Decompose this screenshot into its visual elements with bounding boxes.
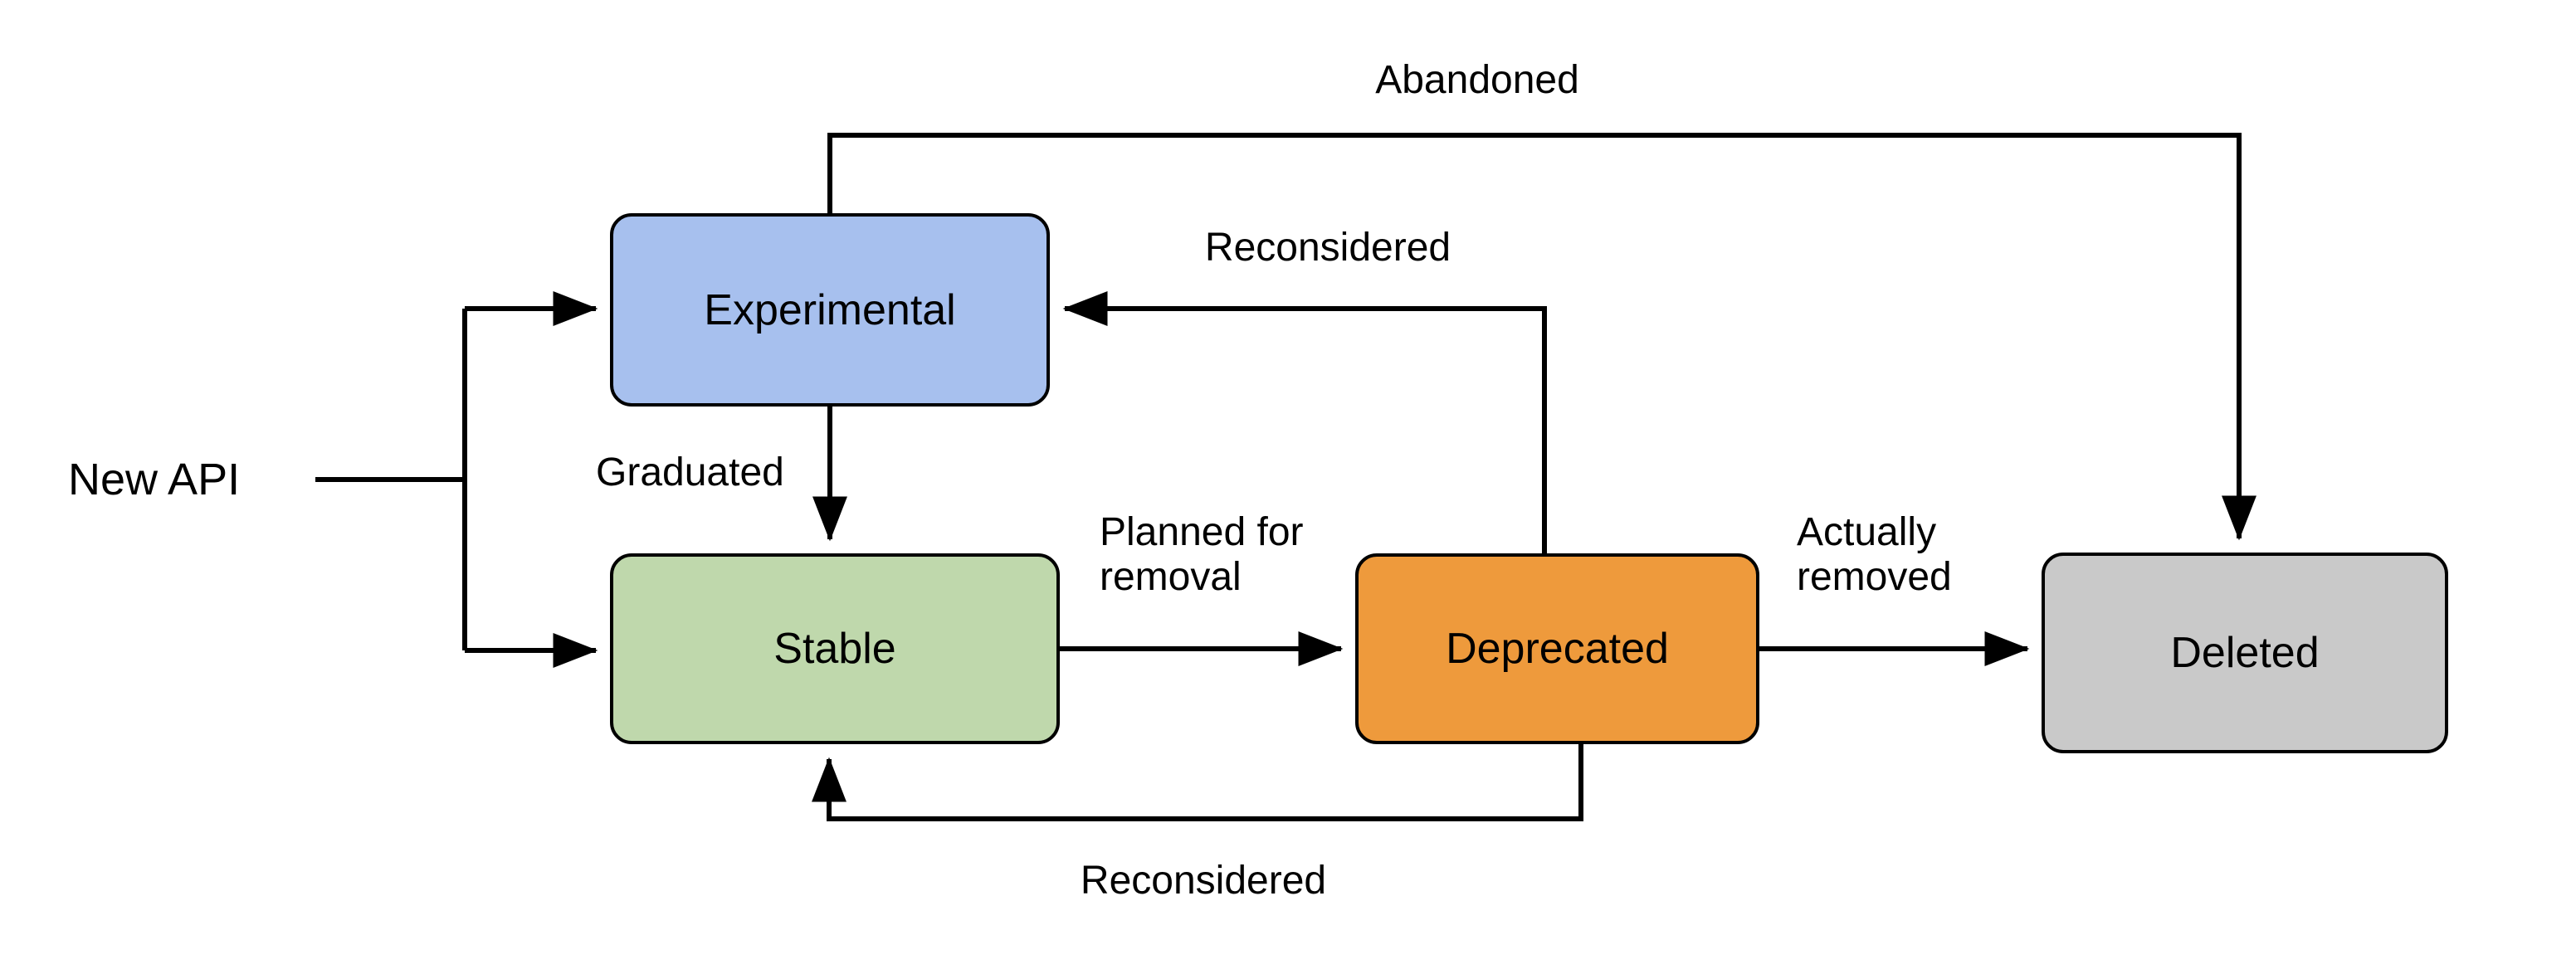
node-stable[interactable]: Stable <box>610 553 1060 744</box>
node-stable-label: Stable <box>773 625 896 673</box>
node-deleted[interactable]: Deleted <box>2042 553 2448 753</box>
edge-label-actually-removed: Actually removed <box>1797 510 1952 599</box>
entry-label-new-api: New API <box>68 455 241 504</box>
edge-label-reconsidered-upper: Reconsidered <box>1204 226 1451 270</box>
node-deleted-label: Deleted <box>2170 629 2320 677</box>
edge-label-reconsidered-lower: Reconsidered <box>1080 859 1327 903</box>
edge-label-graduated: Graduated <box>596 450 784 494</box>
edge-label-abandoned: Abandoned <box>1375 58 1579 102</box>
edge-reconsidered-upper <box>1062 291 1547 553</box>
node-deprecated[interactable]: Deprecated <box>1355 553 1759 744</box>
node-experimental-label: Experimental <box>704 285 956 334</box>
edge-label-planned-for-removal: Planned for removal <box>1100 510 1304 599</box>
edge-abandoned <box>827 133 2256 541</box>
edge-new-api-split <box>315 291 598 668</box>
node-deprecated-label: Deprecated <box>1446 625 1669 673</box>
node-experimental[interactable]: Experimental <box>610 213 1050 407</box>
edge-reconsidered-lower <box>812 744 1583 821</box>
